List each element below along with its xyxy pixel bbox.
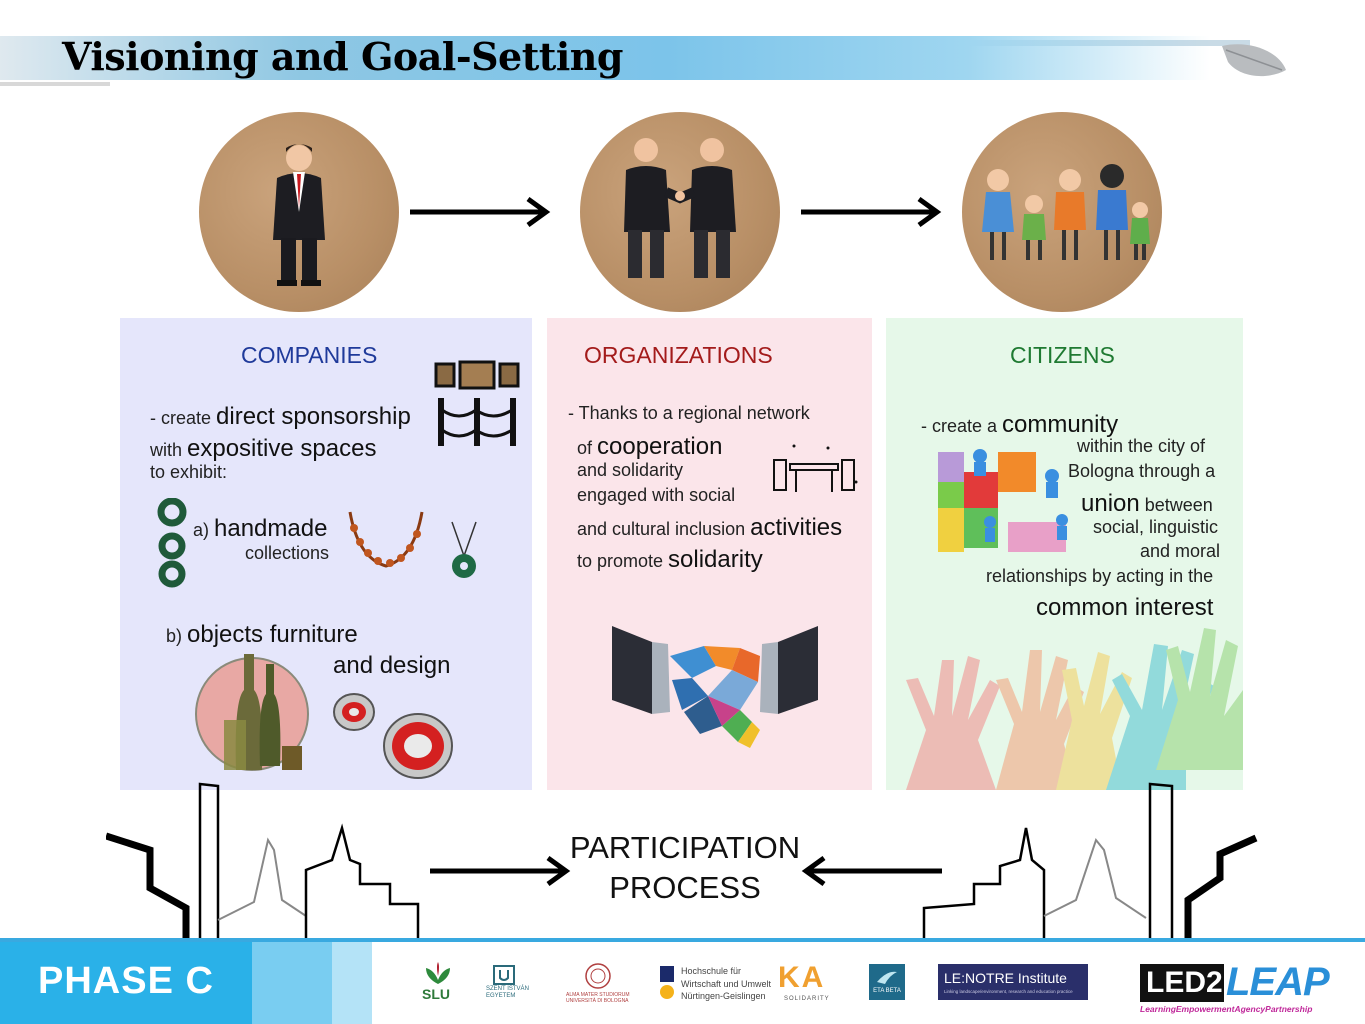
lenotre-logo: LE:NOTRE Institute Linking landscape/env… (938, 964, 1088, 1000)
phase-label: PHASE C (38, 960, 214, 1002)
participation-process-label: PARTICIPATION PROCESS (569, 830, 801, 905)
phase-box (0, 942, 252, 1024)
hfwu-logo-line2: Wirtschaft und Umwelt (681, 979, 772, 989)
arrow-right-icon (430, 856, 571, 886)
hfwu-logo-icon (660, 966, 674, 999)
hfwu-logo-line3: Nürtingen-Geislingen (681, 991, 766, 1001)
bologna-seal-icon (585, 963, 611, 989)
citizens-line4: union between (1081, 490, 1213, 517)
businessman-icon (199, 112, 399, 312)
bowl-small-icon (333, 693, 375, 731)
companies-a-line: a) handmade (193, 515, 328, 542)
people-crowd-icon (962, 112, 1162, 312)
companies-line2: with expositive spaces (150, 435, 377, 462)
ka-logo-text: KA (778, 961, 826, 994)
organizations-line5: and cultural inclusion activities (577, 514, 843, 541)
lenotre-logo-sub: Linking landscape/environment, research … (944, 989, 1073, 994)
organizations-line4: engaged with social (577, 485, 736, 505)
companies-heading: COMPANIES (241, 342, 378, 368)
arrow-right-icon (410, 197, 551, 227)
puzzle-people-icon (938, 449, 1068, 552)
arrow-left-icon (801, 856, 942, 886)
phase-box-accent-light (332, 942, 372, 1024)
organizations-heading: ORGANIZATIONS (584, 342, 773, 368)
led2-logo-box: LED2 (1140, 964, 1224, 1002)
raised-hands-icon (906, 628, 1243, 790)
museum-barrier-icon (434, 360, 520, 446)
table-chairs-icon (773, 444, 858, 492)
companies-line1: - create direct sponsorship (150, 403, 411, 430)
leaf-icon (1222, 44, 1286, 77)
bowl-large-icon (383, 713, 453, 779)
city-skyline-left-icon (106, 782, 420, 938)
bologna-logo-text: ALMA MATER STUDIORUM UNIVERSITÀ DI BOLOG… (566, 992, 630, 1004)
city-skyline-right-icon (922, 782, 1258, 938)
ring-bracelets-icon (157, 498, 187, 588)
szent-istvan-logo-icon (493, 965, 515, 985)
citizens-line3: Bologna through a (1068, 461, 1216, 481)
pendant-icon (451, 521, 477, 578)
organizations-line6: to promote solidarity (577, 546, 763, 573)
title-banner (0, 36, 1210, 80)
page-title: Visioning and Goal-Setting (62, 34, 623, 79)
companies-a-sub: collections (245, 543, 330, 563)
szent-istvan-logo-text: SZENT ISTVÁN EGYETEM (486, 986, 529, 999)
businessmen-handshake-icon (580, 112, 780, 312)
slu-logo-text: SLU (422, 986, 450, 1002)
necklace-icon (348, 511, 424, 568)
lenotre-logo-text: LE:NOTRE Institute (944, 970, 1067, 986)
organizations-line1: - Thanks to a regional network (568, 403, 810, 423)
leap-logo-sub: LearningEmpowermentAgencyPartnership (1140, 1004, 1313, 1014)
companies-b-line: b) objects furniture (166, 621, 358, 648)
hfwu-logo-line1: Hochschule für (681, 966, 742, 976)
banner-underline (0, 82, 110, 86)
arrow-right-icon (801, 197, 942, 227)
bird-icon (877, 971, 897, 984)
citizens-line1: - create a community (921, 411, 1119, 438)
eta-beta-logo: ETA BETA (869, 964, 905, 1000)
companies-b-sub: and design (333, 652, 451, 679)
glass-bottles-icon (195, 654, 309, 771)
slu-logo-icon (426, 962, 450, 984)
organizations-line3: and solidarity (577, 460, 684, 480)
citizens-heading: CITIZENS (1010, 342, 1115, 368)
citizens-line6: and moral (1140, 541, 1221, 561)
eta-beta-logo-text: ETA BETA (873, 988, 901, 994)
leap-logo-text: LEAP (1226, 960, 1330, 1004)
citizens-line8: common interest (1036, 594, 1214, 621)
organizations-line2: of cooperation (577, 433, 723, 460)
companies-line3: to exhibit: (150, 462, 228, 482)
ka-logo-sub: SOLIDARITY (784, 996, 830, 1002)
citizens-line5: social, linguistic (1093, 517, 1219, 537)
citizens-line2: within the city of (1077, 436, 1206, 456)
puzzle-handshake-icon (612, 626, 818, 748)
citizens-line7: relationships by acting in the (986, 566, 1214, 586)
footer-divider (0, 938, 1365, 942)
phase-box-accent (252, 942, 332, 1024)
led2-logo-text: LED2 (1146, 966, 1223, 999)
